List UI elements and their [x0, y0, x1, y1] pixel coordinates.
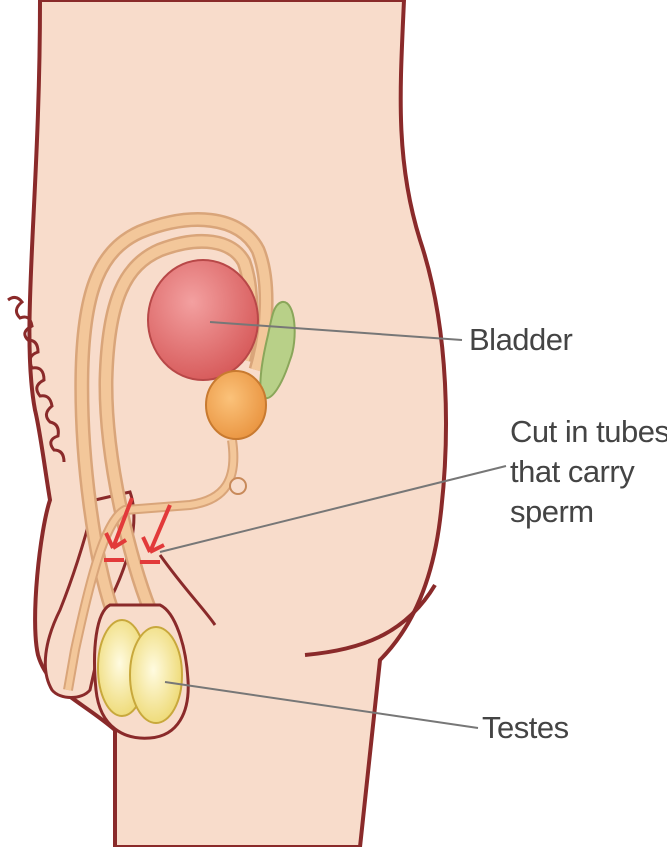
bulbourethral-gland — [230, 478, 246, 494]
label-bladder: Bladder — [469, 320, 572, 360]
label-testes: Testes — [482, 708, 569, 748]
label-cut-line-1: Cut in tubes — [510, 412, 667, 452]
testis-right — [130, 627, 182, 723]
label-cut-line-2: that carry — [510, 452, 667, 492]
bladder — [148, 260, 258, 380]
label-cut-in-tubes: Cut in tubes that carry sperm — [510, 412, 667, 532]
label-cut-line-3: sperm — [510, 492, 667, 532]
prostate — [206, 371, 266, 439]
